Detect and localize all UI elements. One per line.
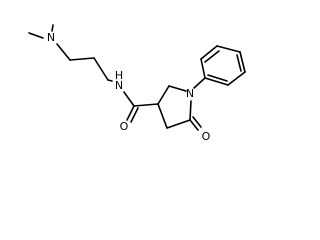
molecule-diagram: N H N O N O: [28, 24, 246, 143]
phenyl-bond-4: [239, 51, 246, 73]
phenyl-bond-1: [200, 58, 206, 79]
atom-n-dimethyl: N: [47, 31, 55, 44]
bond-n1-phenyl: [193, 77, 206, 89]
bond-ring-co-b: [192, 116, 202, 128]
bond-carbonyl-o-b: [130, 107, 139, 123]
atom-n-amide: N: [115, 79, 123, 92]
atom-o-amide: O: [120, 120, 129, 133]
bond-nh-carbonyl: [123, 91, 135, 107]
bond-carbonyl-c3: [133, 103, 159, 107]
structure-canvas: N H N O N O: [28, 24, 246, 143]
bond-ch2c-nh: [107, 79, 113, 82]
bond-methyl1-n: [28, 32, 44, 39]
bond-c2-c3: [157, 103, 168, 129]
phenyl-double-1: [204, 50, 220, 63]
bond-n-ch2a: [56, 43, 71, 61]
bond-n1-c5: [189, 100, 192, 121]
phenyl-bond-5: [227, 71, 246, 86]
bond-ring-co-a: [189, 119, 199, 131]
phenyl-double-3: [207, 74, 228, 82]
phenyl-bond-2: [200, 45, 218, 60]
bond-methyl2-n: [51, 24, 54, 32]
bond-c4-n1: [168, 85, 187, 92]
bond-ch2a-ch2b: [69, 57, 95, 61]
atom-n-ring: N: [186, 87, 194, 100]
atom-nh-hydrogen: H: [115, 69, 123, 82]
phenyl-bond-3: [216, 45, 241, 53]
atom-o-ring: O: [202, 130, 211, 143]
bond-c3-c4: [157, 85, 170, 105]
bond-carbonyl-o-a: [126, 105, 135, 121]
bond-c5-c2: [166, 119, 191, 129]
phenyl-bond-6: [204, 77, 229, 86]
phenyl-double-2: [236, 54, 242, 72]
bond-ch2b-ch2c: [93, 57, 109, 81]
